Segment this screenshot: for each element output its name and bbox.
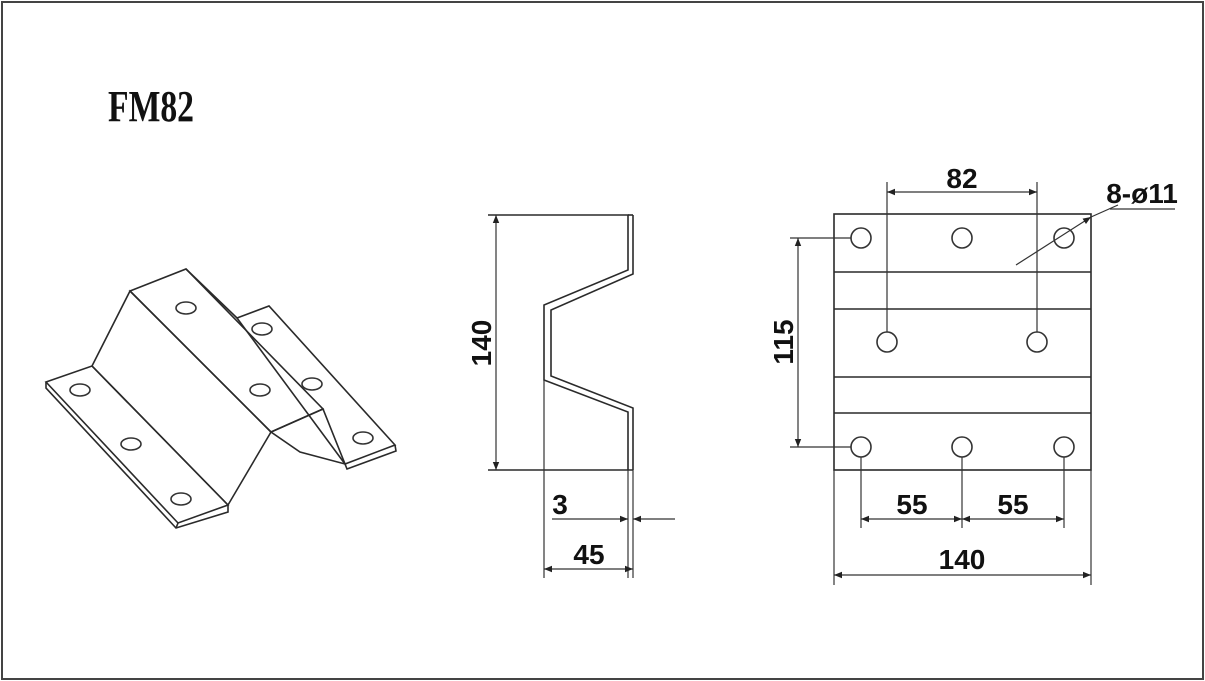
side-view xyxy=(488,214,675,578)
side-depth-label: 45 xyxy=(573,539,604,570)
part-title: FM82 xyxy=(108,82,194,131)
plan-spacing-right-label: 55 xyxy=(997,489,1028,520)
plan-width-label: 140 xyxy=(939,544,986,575)
plan-hole-spec-label: 8-ø11 xyxy=(1106,178,1178,209)
plan-top-spacing-label: 82 xyxy=(946,163,977,194)
side-thickness-label: 3 xyxy=(552,489,568,520)
plan-height-label: 115 xyxy=(768,319,799,364)
isometric-view xyxy=(44,268,397,529)
plan-view xyxy=(790,182,1175,585)
side-height-label: 140 xyxy=(466,320,497,367)
plan-spacing-left-label: 55 xyxy=(896,489,927,520)
